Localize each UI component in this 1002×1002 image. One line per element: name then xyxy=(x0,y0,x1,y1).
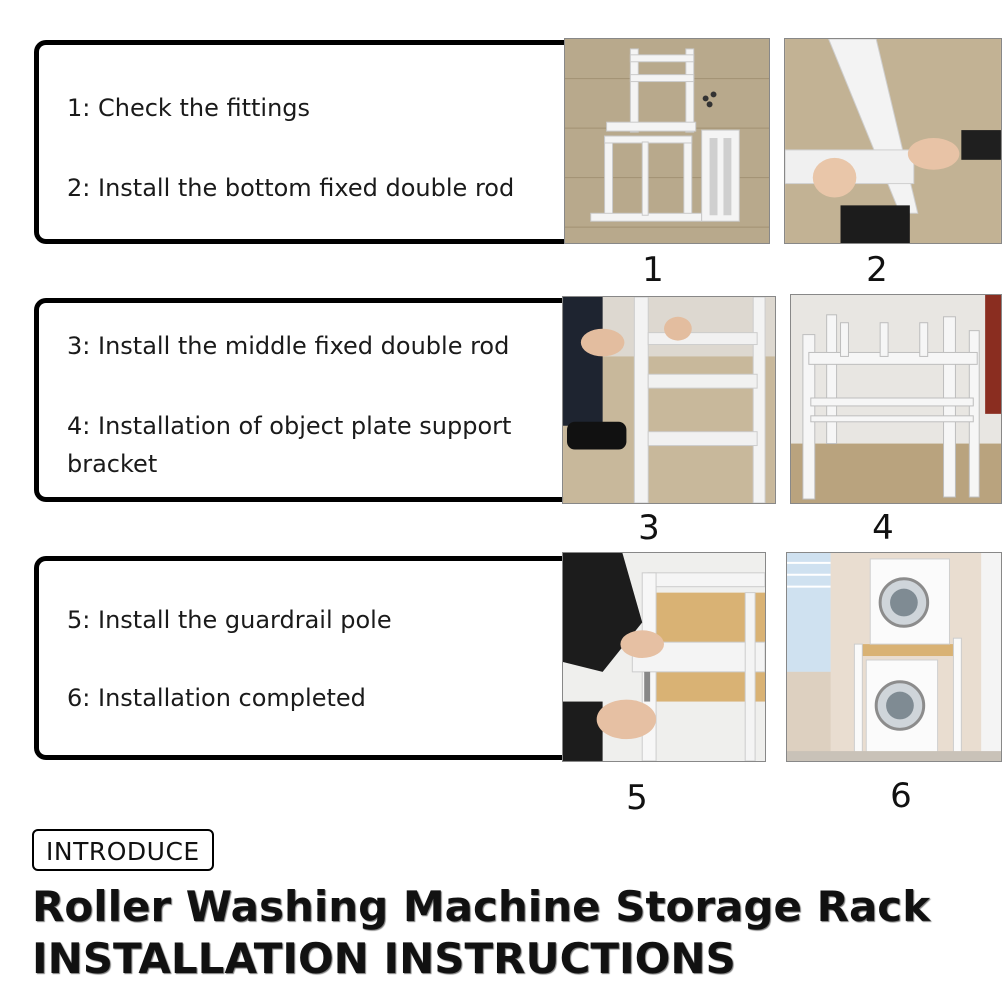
step-5-text: 5: Install the guardrail pole xyxy=(67,606,392,634)
guardrail-photo-illustration xyxy=(563,553,765,761)
introduce-badge: INTRODUCE xyxy=(32,829,214,871)
photo-number-1: 1 xyxy=(642,250,664,290)
step-box-1: 1: Check the fittings 2: Install the bot… xyxy=(34,40,586,244)
photo-step-4 xyxy=(790,294,1002,504)
photo-step-5 xyxy=(562,552,766,762)
step-3-text: 3: Install the middle fixed double rod xyxy=(67,332,510,360)
step-box-3: 5: Install the guardrail pole 6: Install… xyxy=(34,556,586,760)
step-2-text: 2: Install the bottom fixed double rod xyxy=(67,174,515,202)
middle-rod-photo-illustration xyxy=(563,297,775,503)
photo-number-6: 6 xyxy=(890,776,912,816)
photo-step-2 xyxy=(784,38,1002,244)
completed-rack-photo-illustration xyxy=(787,553,1001,761)
photo-step-3 xyxy=(562,296,776,504)
instructions-heading: INSTALLATION INSTRUCTIONS xyxy=(32,934,736,983)
photo-number-3: 3 xyxy=(638,508,660,548)
photo-step-1 xyxy=(564,38,770,244)
photo-number-4: 4 xyxy=(872,508,894,548)
step-4-text: 4: Installation of object plate support … xyxy=(67,412,512,478)
photo-number-2: 2 xyxy=(866,250,888,290)
bracket-photo-illustration xyxy=(791,295,1001,503)
step-6-text: 6: Installation completed xyxy=(67,684,366,712)
parts-photo-illustration xyxy=(565,39,769,243)
photo-number-5: 5 xyxy=(626,778,648,818)
step-box-2: 3: Install the middle fixed double rod 4… xyxy=(34,298,586,502)
photo-step-6 xyxy=(786,552,1002,762)
assembly-photo-illustration xyxy=(785,39,1001,243)
step-1-text: 1: Check the fittings xyxy=(67,94,311,122)
product-title: Roller Washing Machine Storage Rack xyxy=(32,882,931,931)
